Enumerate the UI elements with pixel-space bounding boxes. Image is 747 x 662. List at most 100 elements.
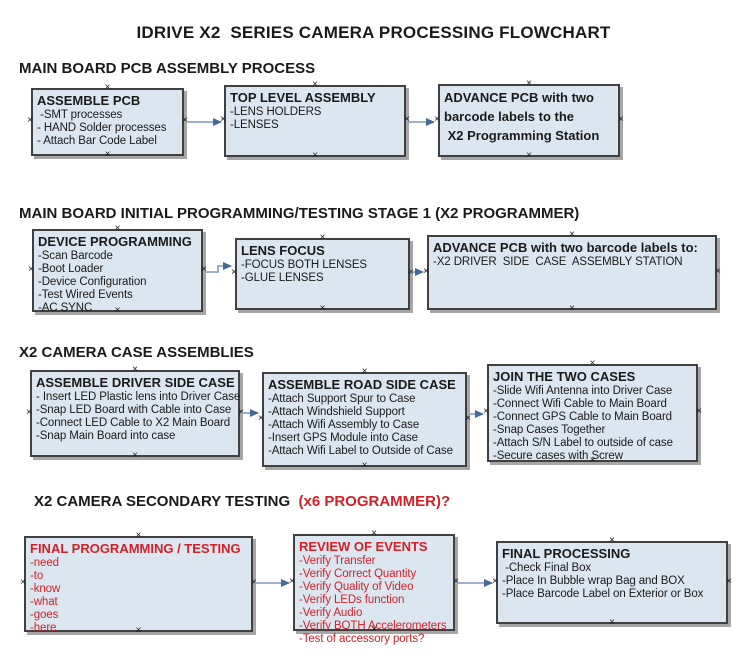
box-item: - Attach Bar Code Label bbox=[37, 135, 157, 147]
anchor-x-icon: × bbox=[238, 406, 244, 418]
box-item: -LENS HOLDERS bbox=[230, 106, 322, 118]
flow-box-lens-focus: ×××× LENS FOCUS -FOCUS BOTH LENSES -GLUE… bbox=[231, 233, 414, 314]
flow-box-device-programming: ×××× DEVICE PROGRAMMING -Scan Barcode -B… bbox=[28, 224, 207, 316]
box-item: -to bbox=[30, 570, 44, 582]
box-title: ADVANCE PCB with two barcode labels to: bbox=[433, 240, 698, 255]
flow-box-top-level-assembly: ×××× TOP LEVEL ASSEMBLY -LENS HOLDERS -L… bbox=[220, 80, 410, 161]
box-title: ASSEMBLE ROAD SIDE CASE bbox=[268, 377, 456, 392]
box-item: -Boot Loader bbox=[38, 263, 104, 275]
box-item: -Verify LEDs function bbox=[299, 594, 405, 606]
anchor-x-icon: × bbox=[114, 305, 121, 316]
anchor-x-icon: × bbox=[114, 223, 121, 234]
box-item: -Attach Windshield Support bbox=[268, 406, 405, 418]
box-item: -Attach Wifi Label to Outside of Case bbox=[268, 445, 453, 457]
box-item: -Verify BOTH Accelerometers bbox=[299, 620, 447, 632]
anchor-x-icon: × bbox=[27, 115, 33, 126]
section-heading-pcb-assembly: MAIN BOARD PCB ASSEMBLY PROCESS bbox=[19, 60, 316, 77]
box-item: -Connect GPS Cable to Main Board bbox=[493, 411, 672, 423]
anchor-x-icon: × bbox=[135, 625, 142, 636]
box-item: -Check Final Box bbox=[502, 562, 592, 574]
box-item: -Snap Cases Together bbox=[493, 424, 606, 436]
anchor-x-icon: × bbox=[609, 617, 615, 628]
anchor-x-icon: × bbox=[589, 455, 596, 466]
anchor-x-icon: × bbox=[569, 303, 575, 314]
anchor-x-icon: × bbox=[26, 406, 32, 418]
anchor-x-icon: × bbox=[526, 78, 532, 89]
anchor-x-icon: × bbox=[201, 263, 207, 275]
anchor-x-icon: × bbox=[609, 535, 615, 546]
flow-box-advance-pcb-programming-station: ×××× ADVANCE PCB with two barcode labels… bbox=[434, 79, 624, 161]
anchor-x-icon: × bbox=[220, 114, 226, 125]
box-item: -FOCUS BOTH LENSES bbox=[241, 259, 367, 271]
flow-box-assemble-road-side-case: ×××× ASSEMBLE ROAD SIDE CASE -Attach Sup… bbox=[258, 367, 471, 471]
box-item: -X2 DRIVER SIDE CASE ASSEMBLY STATION bbox=[433, 256, 683, 268]
page-title: IDRIVE X2 SERIES CAMERA PROCESSING FLOWC… bbox=[136, 23, 611, 42]
anchor-x-icon: × bbox=[135, 530, 142, 541]
section-heading-initial-programming: MAIN BOARD INITIAL PROGRAMMING/TESTING S… bbox=[19, 205, 580, 222]
anchor-x-icon: × bbox=[251, 577, 257, 588]
box-item: -what bbox=[30, 596, 58, 608]
anchor-x-icon: × bbox=[361, 366, 368, 377]
anchor-x-icon: × bbox=[312, 79, 318, 90]
anchor-x-icon: × bbox=[319, 303, 326, 314]
box-title: FINAL PROCESSING bbox=[502, 546, 631, 561]
box-item: - HAND Solder processes bbox=[37, 122, 167, 134]
box-item: -AC SYNC bbox=[38, 302, 93, 314]
anchor-x-icon: × bbox=[569, 229, 575, 240]
box-item-overflow: -Test of accessory ports? bbox=[299, 633, 425, 645]
box-item: -Verify Audio bbox=[299, 607, 363, 619]
box-item: -Scan Barcode bbox=[38, 250, 113, 262]
box-item: -need bbox=[30, 557, 59, 569]
box-item: -Device Configuration bbox=[38, 276, 147, 288]
anchor-x-icon: × bbox=[361, 460, 368, 471]
anchor-x-icon: × bbox=[312, 150, 318, 161]
box-item: -Connect Wifi Cable to Main Board bbox=[493, 398, 667, 410]
flow-box-review-of-events: ×××× REVIEW OF EVENTS -Verify Transfer -… bbox=[289, 529, 459, 646]
box-title: TOP LEVEL ASSEMBLY bbox=[230, 90, 376, 105]
anchor-x-icon: × bbox=[132, 364, 138, 375]
box-item: -Attach Support Spur to Case bbox=[268, 393, 416, 405]
box-item: -goes bbox=[30, 609, 59, 621]
box-item: -LENSES bbox=[230, 119, 279, 131]
flow-box-assemble-pcb: ×××× ASSEMBLE PCB -SMT processes - HAND … bbox=[27, 83, 188, 160]
box-item: -Verify Correct Quantity bbox=[299, 568, 417, 580]
box-item: -Snap Main Board into case bbox=[36, 430, 176, 442]
anchor-x-icon: × bbox=[289, 575, 295, 587]
anchor-x-icon: × bbox=[483, 406, 489, 417]
anchor-x-icon: × bbox=[526, 150, 532, 161]
box-title: FINAL PROGRAMMING / TESTING bbox=[30, 541, 241, 556]
box-item: -Slide Wifi Antenna into Driver Case bbox=[493, 385, 673, 397]
box-item: -Insert GPS Module into Case bbox=[268, 432, 418, 444]
box-title-line: ADVANCE PCB with two bbox=[444, 90, 594, 105]
heading-black-part: X2 CAMERA SECONDARY TESTING bbox=[34, 493, 291, 510]
box-item: -Secure cases with Screw bbox=[493, 450, 623, 462]
anchor-x-icon: × bbox=[618, 113, 624, 125]
anchor-x-icon: × bbox=[371, 624, 377, 635]
box-item: -Connect LED Cable to X2 Main Board bbox=[36, 417, 231, 429]
anchor-x-icon: × bbox=[231, 267, 237, 278]
anchor-x-icon: × bbox=[408, 267, 414, 278]
box-item: -Place Barcode Label on Exterior or Box bbox=[502, 588, 704, 600]
box-item: -know bbox=[30, 583, 61, 595]
anchor-x-icon: × bbox=[589, 358, 596, 369]
anchor-x-icon: × bbox=[104, 82, 111, 93]
box-item: -Attach S/N Label to outside of case bbox=[493, 437, 673, 449]
flow-box-assemble-driver-side-case: ×××× ASSEMBLE DRIVER SIDE CASE - Insert … bbox=[26, 365, 244, 461]
anchor-x-icon: × bbox=[434, 113, 440, 125]
anchor-x-icon: × bbox=[465, 412, 471, 424]
anchor-x-icon: × bbox=[453, 575, 459, 587]
box-title: JOIN THE TWO CASES bbox=[493, 369, 636, 384]
box-title: ASSEMBLE PCB bbox=[37, 93, 141, 108]
box-item: -Attach Wifi Assembly to Case bbox=[268, 419, 420, 431]
section-heading-case-assemblies: X2 CAMERA CASE ASSEMBLIES bbox=[19, 344, 254, 361]
box-item: - Insert LED Plastic lens into Driver Ca… bbox=[36, 391, 241, 403]
box-item: -Place In Bubble wrap Bag and BOX bbox=[502, 575, 685, 587]
box-item: -Snap LED Board with Cable into Case bbox=[36, 404, 232, 416]
flow-box-advance-pcb-driver-side: ×××× ADVANCE PCB with two barcode labels… bbox=[423, 230, 721, 314]
anchor-x-icon: × bbox=[104, 149, 111, 160]
flow-box-final-programming-testing: ×××× FINAL PROGRAMMING / TESTING -need -… bbox=[20, 531, 257, 636]
heading-red-part: (x6 PROGRAMMER)? bbox=[290, 493, 451, 510]
anchor-x-icon: × bbox=[696, 406, 702, 417]
section-heading-secondary-testing: X2 CAMERA SECONDARY TESTING (x6 PROGRAMM… bbox=[34, 493, 450, 510]
